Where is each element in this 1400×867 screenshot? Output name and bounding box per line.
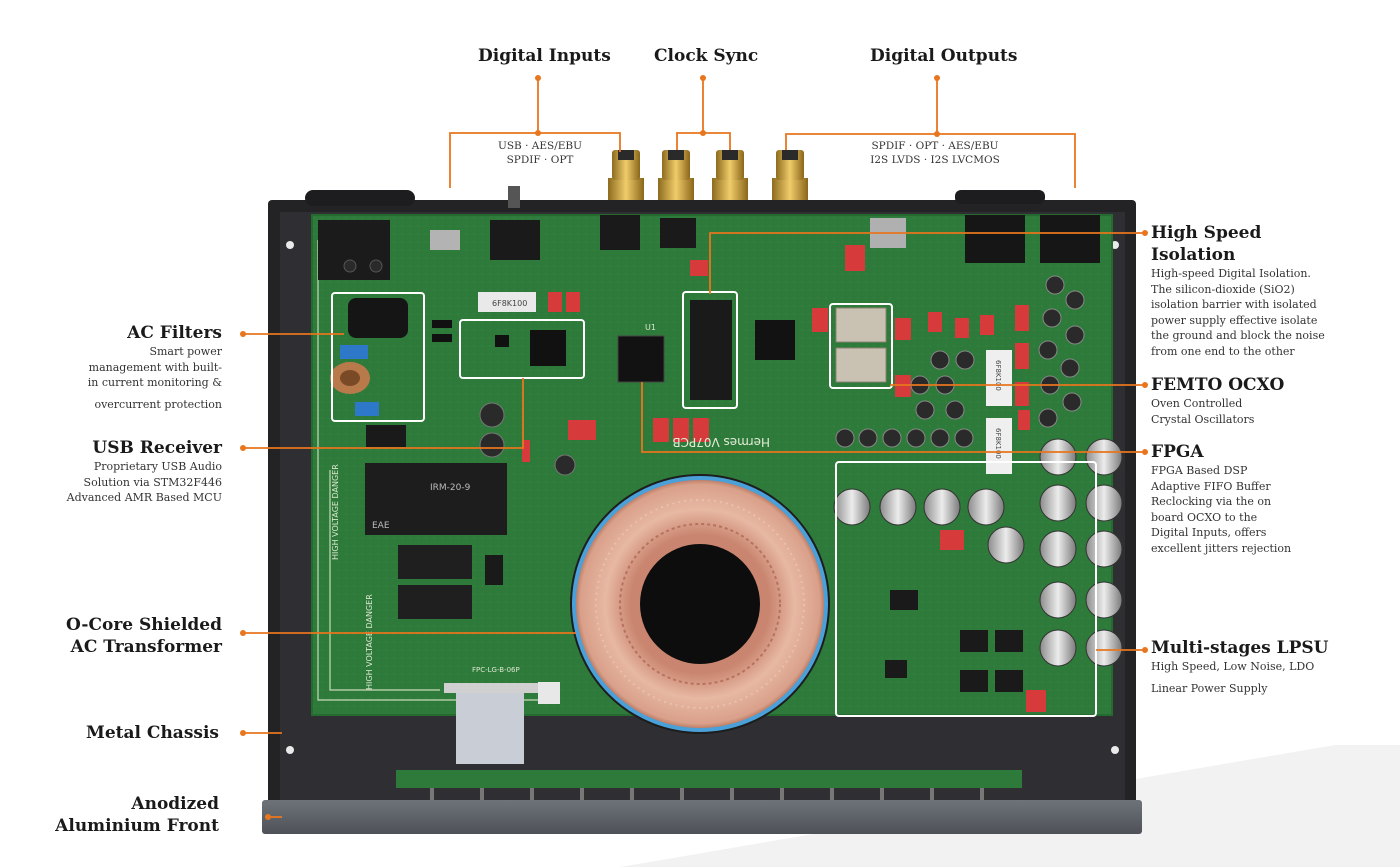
usb-receiver-desc-line: Proprietary USB Audio [93, 460, 222, 473]
isolation-desc-line: High-speed Digital Isolation. [1151, 267, 1311, 280]
ocxo-desc-line: Crystal Oscillators [1151, 412, 1255, 426]
usb-receiver-desc-line: Solution via STM32F446 [83, 475, 222, 489]
digital-inputs-desc-line: USB · AES/EBU [498, 140, 582, 152]
pcb-silkscreen-text: 6F8K100 [994, 360, 1002, 391]
front-panel-title-line: Aluminium Front [55, 816, 219, 836]
aluminium-front-panel [262, 800, 1142, 834]
fpga-chip: U1 [617, 323, 665, 383]
pcb-silkscreen-text: HIGH VOLTAGE DANGER [365, 594, 374, 690]
front-panel-label: Anodized Aluminium Front [55, 793, 219, 837]
digital-inputs-desc: USB · AES/EBU SPDIF · OPT [470, 139, 610, 167]
usb-receiver-desc-line: Advanced AMR Based MCU [66, 491, 222, 504]
ac-filters-desc-line: in current monitoring & [87, 376, 222, 389]
usb-receiver-title: USB Receiver [92, 438, 222, 458]
fpga-desc-line: excellent jitters rejection [1151, 541, 1292, 555]
ac-filters-desc-line: Smart power [149, 345, 222, 358]
output-region-parts [600, 215, 1100, 360]
isolation-title-line: Isolation [1151, 245, 1236, 265]
ocxo-oscillators: 6F8K100 6F8K100 [835, 307, 1012, 474]
isolation-desc-line: from one end to the other [1151, 344, 1295, 358]
highlight-boxes [331, 291, 1097, 717]
lpsu-desc-line: High Speed, Low Noise, LDO [1151, 660, 1315, 673]
fpga-desc-line: board OCXO to the [1151, 510, 1258, 524]
clock-sync-title: Clock Sync [654, 46, 759, 66]
ocxo-label: FEMTO OCXO Oven Controlled Crystal Oscil… [1151, 374, 1284, 427]
digital-outputs-desc: SPDIF · OPT · AES/EBU I2S LVDS · I2S LVC… [850, 139, 1020, 167]
pcb-silkscreen-text: FPC-LG-B-06P [472, 666, 520, 674]
ac-filters-desc-line: management with built- [88, 360, 222, 374]
pcb-silkscreen-text: 6F8K100 [994, 428, 1002, 459]
fpga-label: FPGA FPGA Based DSP Adaptive FIFO Buffer… [1151, 441, 1291, 556]
fpga-desc-line: Reclocking via the on [1151, 495, 1272, 508]
red-components [522, 305, 1030, 462]
lpsu-label: Multi-stages LPSU High Speed, Low Noise,… [1151, 637, 1328, 696]
front-pins [430, 788, 984, 808]
lpsu-title: Multi-stages LPSU [1151, 638, 1329, 658]
iec-inlet [318, 220, 390, 280]
pcb-silkscreen-text: Hermes V07PCB [672, 435, 770, 449]
ac-filter-parts [330, 298, 408, 447]
isolation-array [690, 300, 732, 400]
digital-outputs-desc-line: SPDIF · OPT · AES/EBU [871, 140, 999, 152]
digital-outputs-desc-line: I2S LVDS · I2S LVCMOS [870, 154, 1000, 166]
leader-dots [240, 75, 1148, 820]
ribbon-cable [456, 690, 524, 764]
ac-filters-desc-line: overcurrent protection [94, 397, 222, 411]
lpsu-desc-line: Linear Power Supply [1151, 681, 1268, 695]
digital-outputs-title: Digital Outputs [870, 46, 1018, 66]
pcb-silkscreen-text: U1 [645, 323, 656, 332]
fpga-title: FPGA [1151, 442, 1204, 462]
rca-connectors [508, 150, 808, 208]
front-pcb [396, 770, 1022, 788]
pcb-silkscreen-text: EAE [372, 521, 390, 531]
fpga-desc-line: FPGA Based DSP [1151, 464, 1248, 477]
ac-filters-label: AC Filters Smart power management with b… [88, 322, 222, 412]
isolation-label: High Speed Isolation High-speed Digital … [1151, 222, 1325, 359]
transformer-label: O-Core Shielded AC Transformer [66, 614, 222, 658]
transformer-title-line: O-Core Shielded [65, 615, 222, 635]
power-module: IRM-20-9 EAE [365, 463, 507, 619]
digital-inputs-desc-line: SPDIF · OPT [506, 154, 574, 166]
ac-filters-title: AC Filters [127, 323, 222, 343]
isolation-desc-line: The silicon-dioxide (SiO2) [1151, 282, 1295, 296]
fpga-desc-line: Adaptive FIFO Buffer [1151, 479, 1271, 493]
transformer-title-line: AC Transformer [70, 637, 222, 657]
pcb-silkscreen-text: IRM-20-9 [430, 483, 471, 493]
toroidal-transformer [570, 474, 830, 734]
pcb-silkscreen-text: 6F8K100 [492, 299, 527, 308]
isolation-desc-line: power supply effective isolate [1151, 313, 1318, 327]
isolation-title-line: High Speed [1151, 223, 1262, 243]
isolation-desc-line: isolation barrier with isolated [1151, 298, 1317, 311]
fpga-desc-line: Digital Inputs, offers [1151, 526, 1267, 539]
digital-inputs-title: Digital Inputs [478, 46, 611, 66]
usb-receiver-label: USB Receiver Proprietary USB Audio Solut… [67, 437, 222, 506]
metal-chassis-title: Metal Chassis [86, 723, 219, 743]
front-panel-title-line: Anodized [131, 794, 219, 814]
ocxo-desc-line: Oven Controlled [1151, 397, 1243, 410]
isolation-desc-line: the ground and block the noise [1151, 329, 1325, 342]
pcb-silkscreen-text: HIGH VOLTAGE DANGER [331, 464, 340, 560]
metal-chassis-label: Metal Chassis [86, 722, 219, 744]
ocxo-title: FEMTO OCXO [1151, 375, 1285, 395]
usb-receiver-parts: 6F8K100 [430, 220, 596, 476]
